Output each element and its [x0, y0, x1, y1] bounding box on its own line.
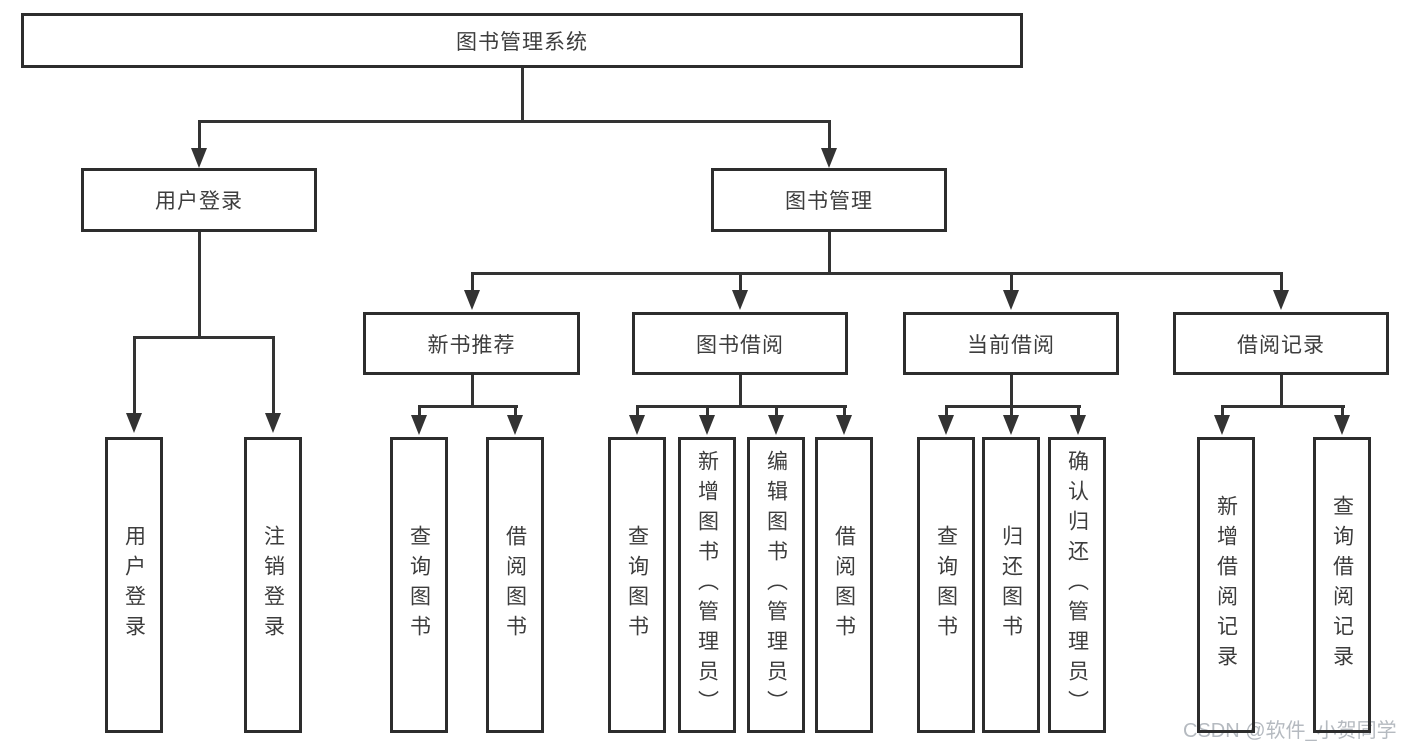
- leaf-edit-books-admin: 编辑图书（管理员）: [747, 437, 805, 733]
- connector-line: [1010, 405, 1013, 415]
- leaf-return-books-label: 归还图书: [999, 525, 1023, 645]
- node-book-borrow: 图书借阅: [632, 312, 848, 375]
- leaf-add-books-admin: 新增图书（管理员）: [678, 437, 736, 733]
- connector-line: [739, 272, 742, 290]
- arrow-down-icon: [629, 415, 645, 435]
- node-user-login: 用户登录: [81, 168, 317, 232]
- connector-line: [739, 373, 742, 405]
- arrow-down-icon: [191, 148, 207, 168]
- node-borrow-records-label: 借阅记录: [1237, 333, 1325, 357]
- connector-line: [133, 336, 136, 413]
- node-book-management: 图书管理: [711, 168, 947, 232]
- arrow-down-icon: [464, 290, 480, 310]
- leaf-query-books-3: 查询图书: [917, 437, 975, 733]
- connector-line: [636, 405, 847, 408]
- connector-line: [775, 405, 778, 415]
- connector-line: [471, 272, 474, 290]
- connector-line: [636, 405, 639, 415]
- connector-line: [198, 120, 831, 123]
- connector-line: [1280, 272, 1283, 290]
- connector-line: [1010, 272, 1013, 290]
- node-new-book-recommend: 新书推荐: [363, 312, 580, 375]
- connector-line: [706, 405, 709, 415]
- leaf-logout-label: 注销登录: [261, 525, 285, 645]
- leaf-user-login-label: 用户登录: [122, 525, 146, 645]
- connector-line: [198, 120, 201, 148]
- leaf-return-books: 归还图书: [982, 437, 1040, 733]
- connector-line: [418, 405, 421, 415]
- arrow-down-icon: [1003, 415, 1019, 435]
- leaf-query-books-2: 查询图书: [608, 437, 666, 733]
- leaf-add-borrow-record: 新增借阅记录: [1197, 437, 1255, 733]
- leaf-user-login: 用户登录: [105, 437, 163, 733]
- connector-line: [828, 120, 831, 148]
- arrow-down-icon: [265, 413, 281, 433]
- arrow-down-icon: [1334, 415, 1350, 435]
- leaf-query-books-1-label: 查询图书: [407, 525, 431, 645]
- leaf-add-borrow-record-label: 新增借阅记录: [1214, 495, 1238, 675]
- connector-line: [1010, 373, 1013, 405]
- node-book-borrow-label: 图书借阅: [696, 333, 784, 357]
- connector-line: [1077, 405, 1080, 415]
- arrow-down-icon: [1273, 290, 1289, 310]
- arrow-down-icon: [1070, 415, 1086, 435]
- leaf-query-books-3-label: 查询图书: [934, 525, 958, 645]
- connector-line: [514, 405, 517, 415]
- connector-line: [418, 405, 518, 408]
- connector-line: [133, 336, 275, 339]
- leaf-confirm-return-admin: 确认归还（管理员）: [1048, 437, 1106, 733]
- node-new-book-recommend-label: 新书推荐: [427, 333, 516, 357]
- node-root-label: 图书管理系统: [456, 30, 588, 54]
- node-borrow-records: 借阅记录: [1173, 312, 1389, 375]
- arrow-down-icon: [938, 415, 954, 435]
- connector-line: [945, 405, 1081, 408]
- node-root: 图书管理系统: [21, 13, 1023, 68]
- arrow-down-icon: [1214, 415, 1230, 435]
- arrow-down-icon: [1003, 290, 1019, 310]
- leaf-query-borrow-record-label: 查询借阅记录: [1330, 495, 1354, 675]
- arrow-down-icon: [821, 148, 837, 168]
- node-user-login-label: 用户登录: [155, 190, 243, 213]
- leaf-borrow-books-1: 借阅图书: [486, 437, 544, 733]
- leaf-logout: 注销登录: [244, 437, 302, 733]
- leaf-borrow-books-1-label: 借阅图书: [503, 525, 527, 645]
- node-current-borrow: 当前借阅: [903, 312, 1119, 375]
- leaf-edit-books-admin-label: 编辑图书（管理员）: [764, 450, 788, 720]
- connector-line: [471, 373, 474, 405]
- leaf-borrow-books-2: 借阅图书: [815, 437, 873, 733]
- connector-line: [272, 336, 275, 413]
- arrow-down-icon: [507, 415, 523, 435]
- leaf-borrow-books-2-label: 借阅图书: [832, 525, 856, 645]
- connector-line: [1221, 405, 1345, 408]
- connector-line: [198, 230, 201, 336]
- node-book-management-label: 图书管理: [785, 190, 873, 213]
- leaf-add-books-admin-label: 新增图书（管理员）: [695, 450, 719, 720]
- arrow-down-icon: [836, 415, 852, 435]
- leaf-query-books-2-label: 查询图书: [625, 525, 649, 645]
- arrow-down-icon: [768, 415, 784, 435]
- csdn-watermark: CSDN @软件_小贺同学: [1183, 720, 1397, 742]
- arrow-down-icon: [411, 415, 427, 435]
- node-current-borrow-label: 当前借阅: [967, 333, 1055, 357]
- connector-line: [1221, 405, 1224, 415]
- arrow-down-icon: [699, 415, 715, 435]
- arrow-down-icon: [732, 290, 748, 310]
- leaf-query-books-1: 查询图书: [390, 437, 448, 733]
- leaf-query-borrow-record: 查询借阅记录: [1313, 437, 1371, 733]
- connector-line: [521, 65, 524, 120]
- connector-line: [1280, 373, 1283, 405]
- leaf-confirm-return-admin-label: 确认归还（管理员）: [1065, 450, 1089, 720]
- arrow-down-icon: [126, 413, 142, 433]
- connector-line: [843, 405, 846, 415]
- connector-line: [828, 230, 831, 272]
- connector-line: [945, 405, 948, 415]
- connector-line: [1341, 405, 1344, 415]
- connector-line: [471, 272, 1283, 275]
